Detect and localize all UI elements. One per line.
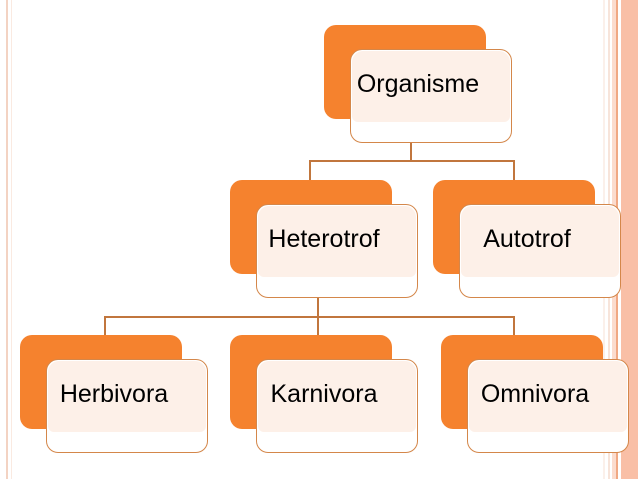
node-organisme-label: Organisme bbox=[356, 69, 480, 98]
node-autotrof-face-fill bbox=[461, 206, 619, 277]
node-omnivora-face bbox=[467, 359, 629, 453]
connector-organisme-to-autotrof bbox=[513, 160, 515, 182]
node-herbivora-face-fill bbox=[48, 361, 206, 432]
connector-organisme-crossbar bbox=[309, 160, 515, 162]
slide-left-border-line-secondary bbox=[11, 0, 12, 479]
node-heterotrof-face bbox=[256, 204, 418, 298]
connector-heterotrof-to-karnivora bbox=[317, 316, 319, 338]
connector-heterotrof-stem bbox=[317, 297, 319, 318]
connector-organisme-stem bbox=[410, 143, 412, 162]
slide-right-border-band bbox=[621, 0, 638, 479]
node-karnivora-face bbox=[256, 359, 418, 453]
node-omnivora-face-fill bbox=[469, 361, 627, 432]
node-omnivora-label: Omnivora bbox=[480, 379, 590, 408]
node-organisme-face bbox=[350, 49, 512, 143]
connector-heterotrof-to-omnivora bbox=[513, 316, 515, 338]
node-autotrof-face bbox=[459, 204, 621, 298]
node-karnivora-label: Karnivora bbox=[270, 379, 378, 408]
node-heterotrof-label: Heterotrof bbox=[268, 224, 380, 253]
node-herbivora-face bbox=[46, 359, 208, 453]
node-karnivora-face-fill bbox=[258, 361, 416, 432]
slide-left-border-line bbox=[6, 0, 8, 479]
node-autotrof-label: Autotrof bbox=[483, 224, 571, 253]
node-organisme-face-fill bbox=[352, 51, 510, 122]
connector-heterotrof-to-herbivora bbox=[104, 316, 106, 338]
connector-heterotrof-crossbar bbox=[104, 316, 515, 318]
connector-organisme-to-heterotrof bbox=[309, 160, 311, 182]
node-heterotrof-face-fill bbox=[258, 206, 416, 277]
node-herbivora-label: Herbivora bbox=[59, 379, 169, 408]
